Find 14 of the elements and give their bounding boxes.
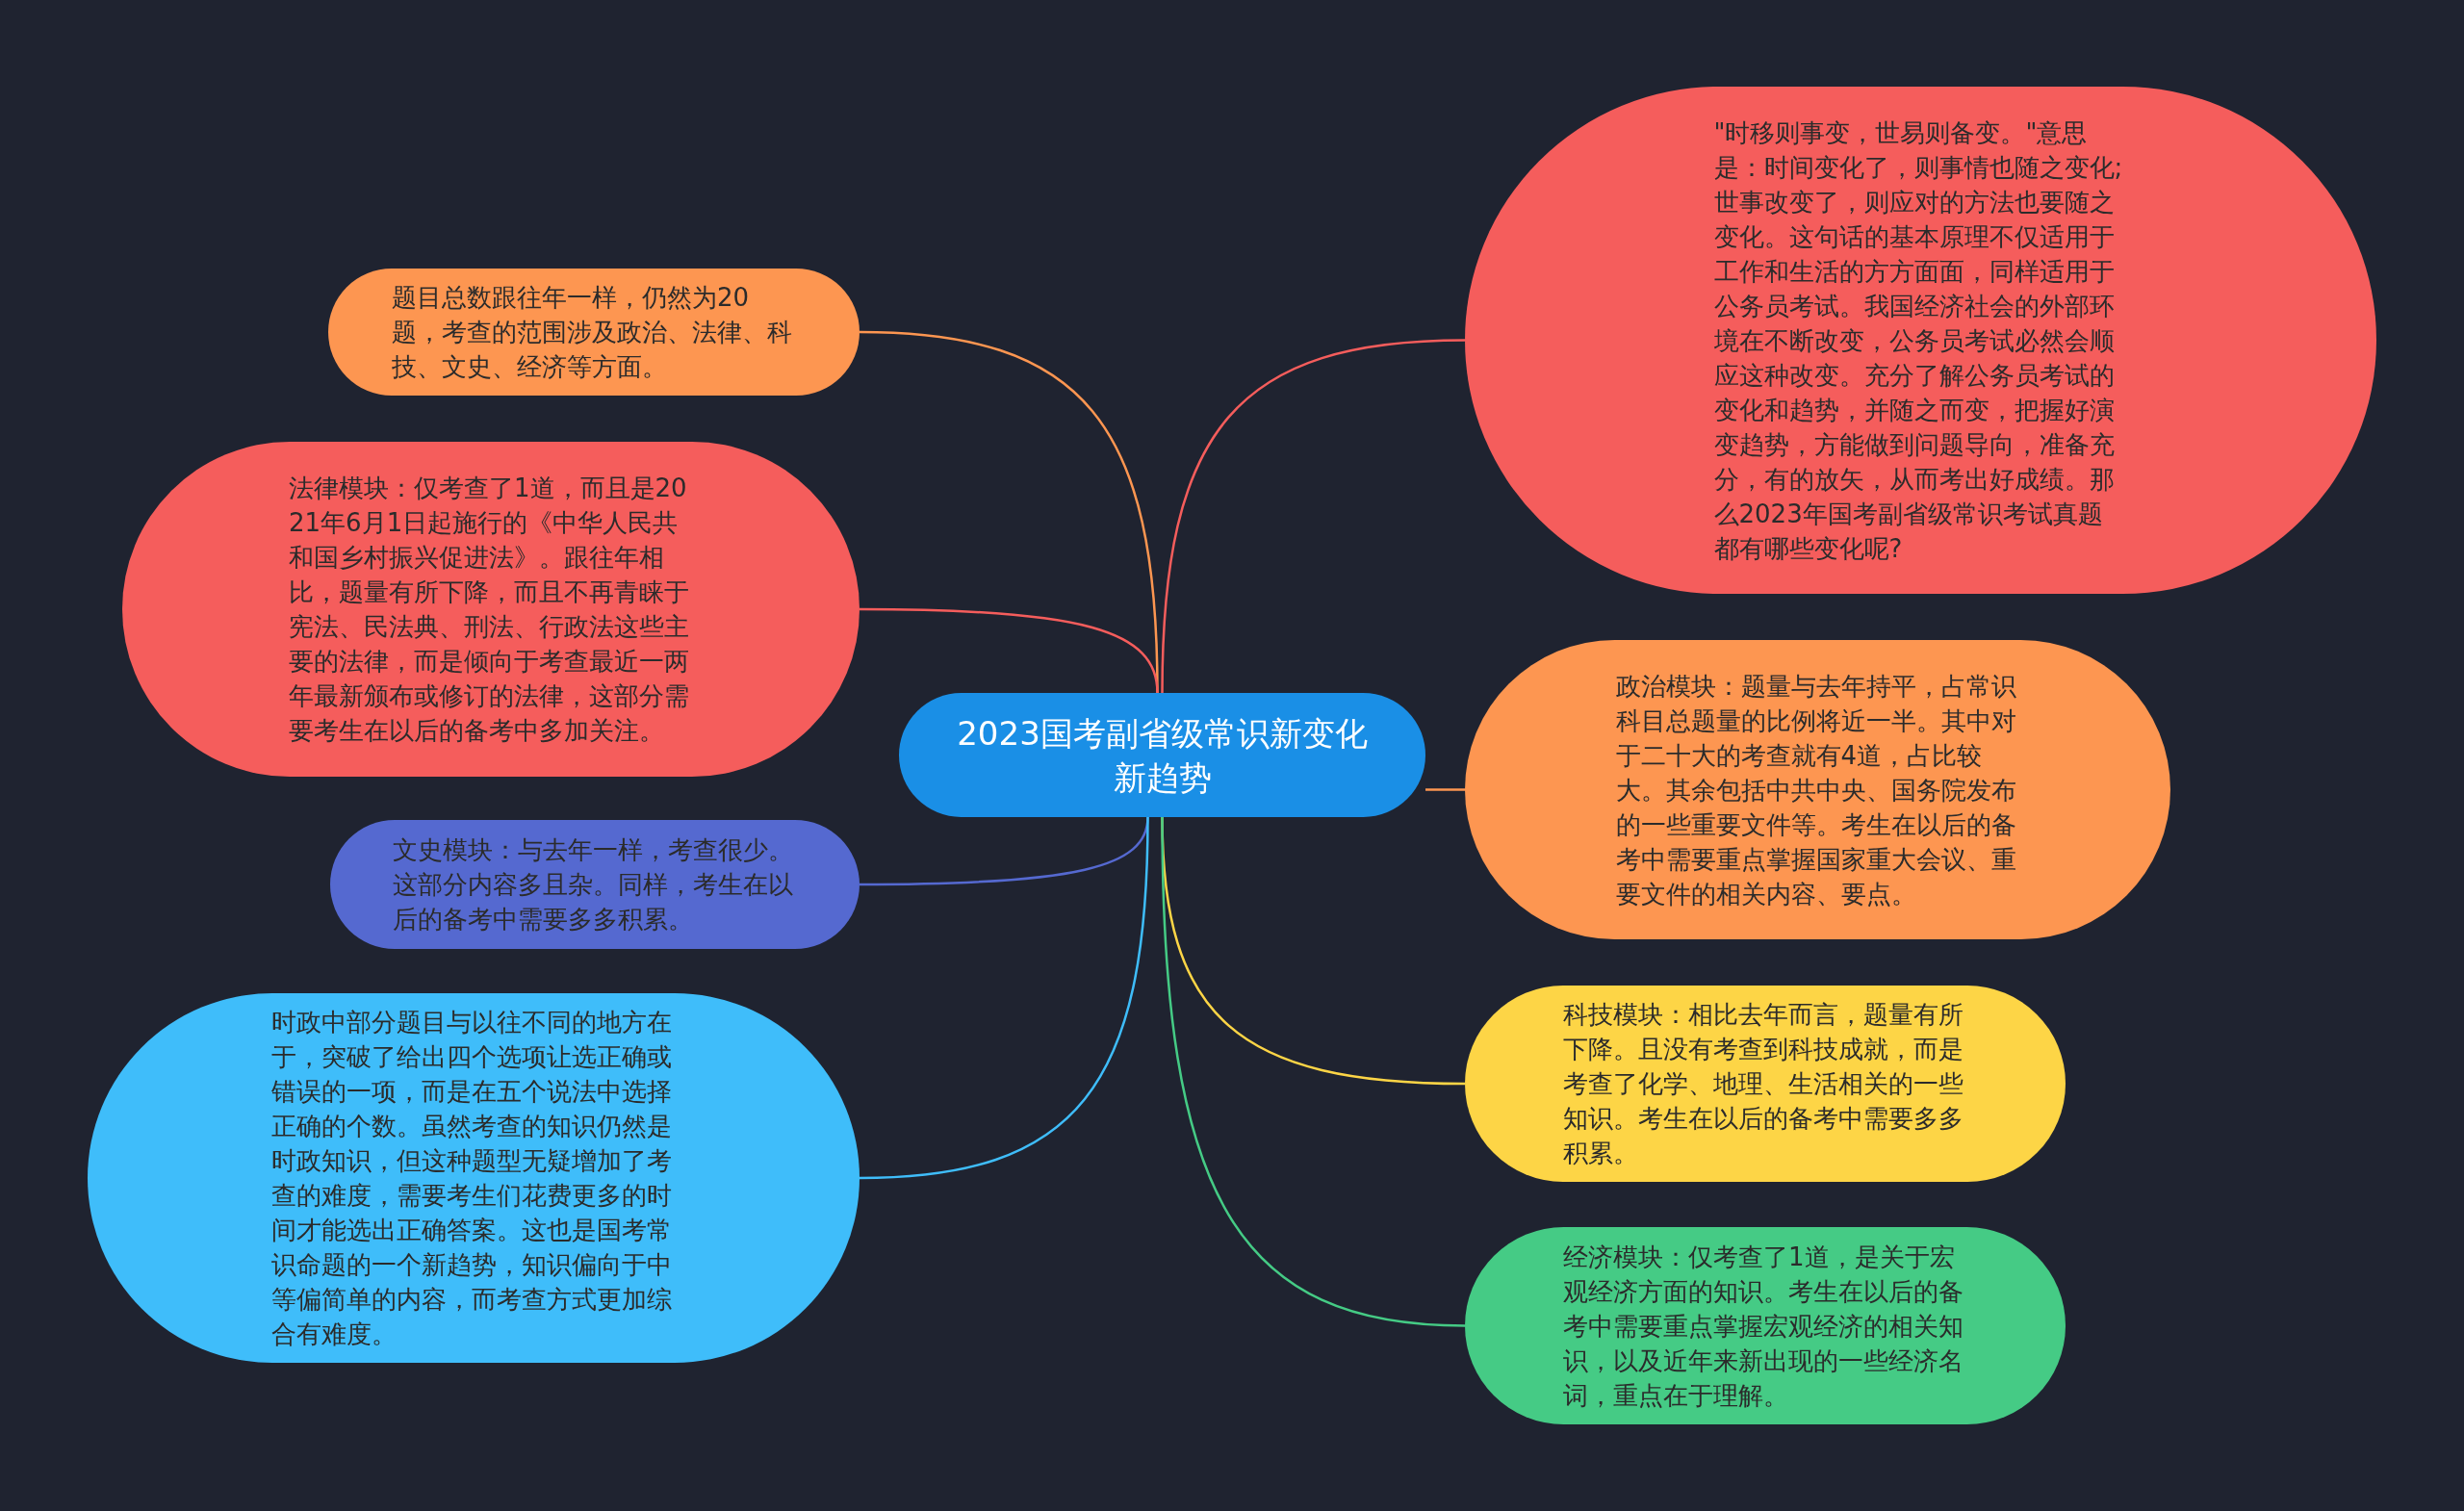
connector-line <box>859 816 1149 1180</box>
topic-text: 时政中部分题目与以往不同的地方在于，突破了给出四个选项让选正确或错误的一项，而是在五个说法中选择正确的个数。虽然考查的知识仍然是时政知识，但这种题型无疑增加了考查的难度，需要考生们花费更多的时间才能选出正确答案。这也是国考常识命题的一个新趋势，知识偏向于中等偏简单的内容，而考查方式更加综合有难度。 <box>271 1007 673 1350</box>
topic-text: 政治模块：题量与去年持平，占常识科目总题量的比例将近一半。其中对于二十大的考查就有4道，占比较大。其余包括中共中央、国务院发布的一些重要文件等。考生在以后的备考中需要重点掌握国家重大会议、重要文件的相关内容、要点。 <box>1615 670 2017 910</box>
topic-title: 2023国考副省级常识新变化新趋势 <box>956 712 1369 799</box>
topic-text: 法律模块：仅考查了1道，而且是2021年6月1日起施行的《中华人民共和国乡村振兴促进法》。跟往年相比，题量有所下降，而且不再青睐于宪法、民法典、刑法、行政法这些主要的法律，而是倾向于考查最近一两年最新颁布或修订的法律，这部分需要考生在以后的备考中多加关注。 <box>289 473 690 747</box>
connector-line <box>1161 816 1466 1327</box>
connector-line <box>1161 339 1466 694</box>
topic-text: 文史模块：与去年一样，考查很少。这部分内容多且杂。同样，考生在以后的备考中需要多多积累。 <box>393 834 794 935</box>
topic-text: 科技模块：相比去年而言，题量有所下降。且没有考查到科技成就，而是考查了化学、地理、生活相关的一些知识。考生在以后的备考中需要多多积累。 <box>1563 999 1964 1169</box>
connector-line <box>1425 788 1465 791</box>
connector-line <box>860 607 1159 694</box>
topic-text: "时移则事变，世易则备变。"意思是：时间变化了，则事情也随之变化;世事改变了，则应对的方法也要随之变化。这句话的基本原理不仅适用于工作和生活的方方面面，同样适用于公务员考试。我国经济社会的外部环境在不断改变，公务员考试必然会顺应这种改变。充分了解公务员考试的变化和趋势，并随之而变，把握好演变趋势，方能做到问题导向，准备充分，有的放矢，从而考出好成绩。那么2023年国考副省级常识考试真题都有哪些变化呢? <box>1713 116 2124 565</box>
topic-text: 经济模块：仅考查了1道，是关于宏观经济方面的知识。考生在以后的备考中需要重点掌握宏观经济的相关知识，以及近年来新出现的一些经济名词，重点在于理解。 <box>1563 1241 1964 1412</box>
topic-text: 题目总数跟往年一样，仍然为20题，考查的范围涉及政治、法律、科技、文史、经济等方面。 <box>392 282 793 383</box>
